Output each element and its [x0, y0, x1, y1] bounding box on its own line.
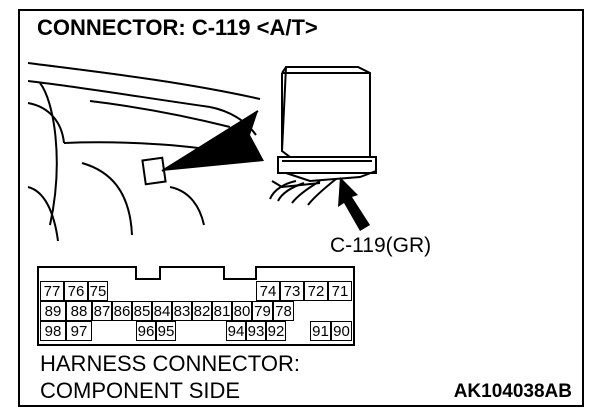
pin-cell [112, 301, 132, 321]
pin-number: 93 [247, 323, 265, 340]
pin-cell [92, 301, 112, 321]
pin-number: 73 [283, 283, 301, 300]
pin-number: 94 [227, 323, 245, 340]
pin-cell [66, 301, 92, 321]
pin-number: 98 [44, 323, 62, 340]
pin-cell [280, 281, 304, 301]
pin-number: 90 [333, 323, 350, 340]
figure-code: AK104038AB [453, 381, 572, 402]
pin-number: 84 [153, 303, 171, 320]
pin-number: 75 [89, 283, 107, 300]
pin-number: 91 [312, 323, 329, 340]
pin-cell [132, 301, 152, 321]
pin-number: 76 [67, 283, 85, 300]
control-unit [269, 66, 377, 206]
pin-cell [212, 301, 232, 321]
dashboard-outline [27, 62, 261, 242]
pin-cell [256, 281, 280, 301]
pointer-arrow [338, 177, 370, 231]
pin-cell [40, 301, 66, 321]
connector-callout-label: C-119(GR) [330, 234, 432, 257]
pin-cell [40, 321, 66, 341]
pin-cell [156, 321, 176, 341]
pin-cell [136, 321, 156, 341]
pin-cell [273, 301, 294, 321]
pin-cell [64, 281, 88, 301]
connector-outline [37, 266, 355, 346]
pin-number: 79 [254, 303, 271, 320]
pin-number: 80 [233, 303, 251, 320]
pin-number: 74 [259, 283, 277, 300]
pin-number: 77 [43, 283, 61, 300]
pin-number: 78 [275, 303, 292, 320]
pin-number: 81 [213, 303, 231, 320]
pin-number: 72 [307, 283, 325, 300]
pin-cell [172, 301, 192, 321]
connector-title: CONNECTOR: C-119 <A/T> [37, 15, 318, 40]
pin-number: 92 [267, 323, 285, 340]
pin-cell [328, 281, 352, 301]
pin-cell [88, 281, 108, 301]
pin-cell [304, 281, 328, 301]
pin-cell [152, 301, 172, 321]
pin-number: 83 [173, 303, 191, 320]
pin-number: 82 [193, 303, 211, 320]
pin-cell [226, 321, 246, 341]
pin-number: 95 [157, 323, 175, 340]
footer-line-2: COMPONENT SIDE [40, 378, 241, 403]
pin-number: 87 [93, 303, 111, 320]
pin-number: 96 [137, 323, 155, 340]
footer-line-1: HARNESS CONNECTOR: [40, 351, 300, 376]
pin-cell [192, 301, 212, 321]
pin-cell [310, 321, 331, 341]
pin-number: 85 [133, 303, 151, 320]
pin-cell [266, 321, 286, 341]
pin-number: 97 [70, 323, 88, 340]
pin-number: 89 [44, 303, 62, 320]
pin-cell [66, 321, 92, 341]
pin-cell [40, 281, 64, 301]
pin-cell [232, 301, 252, 321]
pin-cell [252, 301, 273, 321]
pin-number: 86 [113, 303, 131, 320]
pin-cell [331, 321, 352, 341]
vehicle-illustration [27, 62, 377, 346]
pin-cell [246, 321, 266, 341]
pin-number: 88 [70, 303, 88, 320]
pin-number: 71 [331, 283, 349, 300]
